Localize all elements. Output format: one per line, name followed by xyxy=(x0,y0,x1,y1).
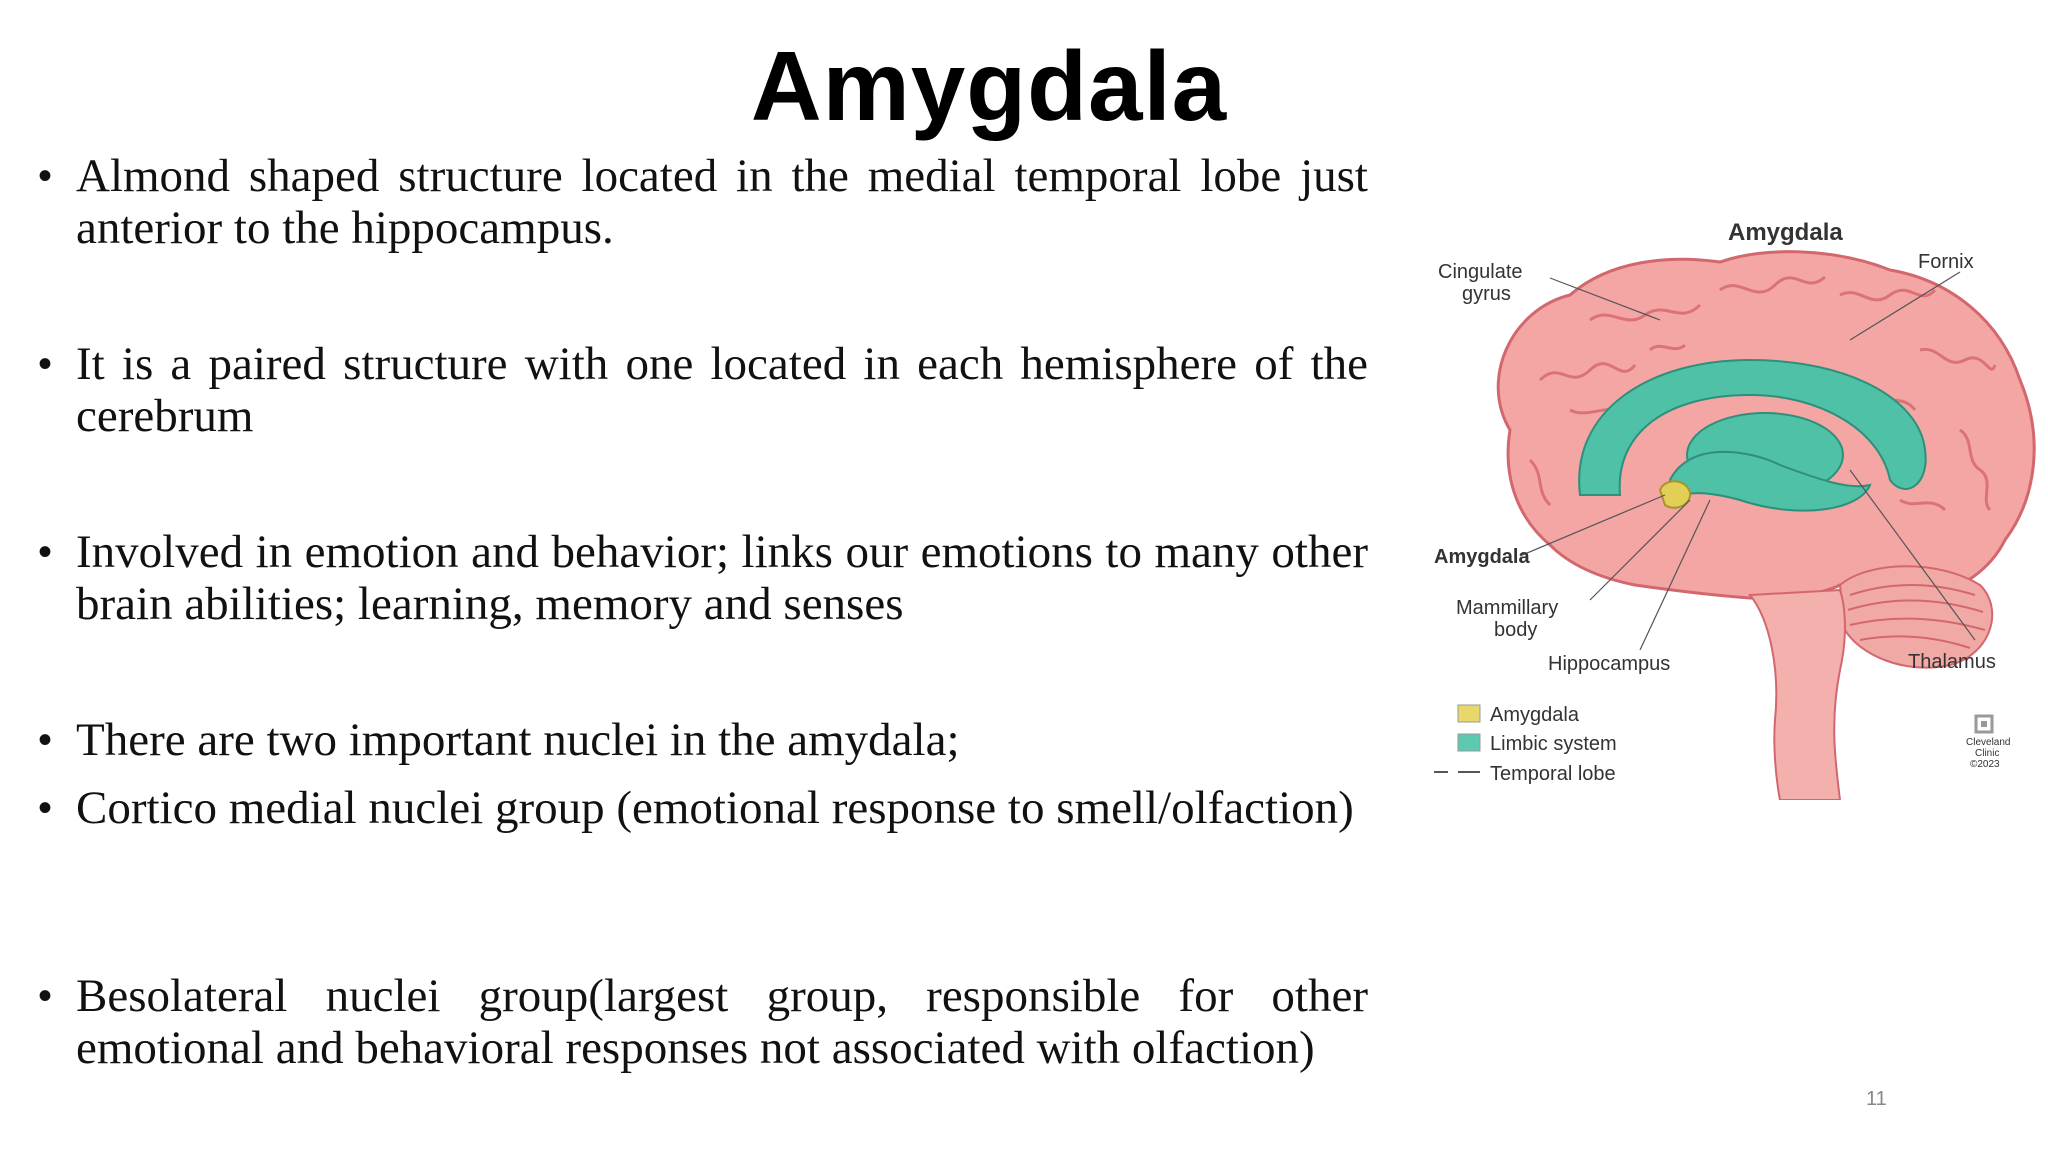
brain-illustration: Amygdala Cingulate gyrus Fornix Amygdala… xyxy=(1434,219,2036,801)
bullet-item: • Besolateral nuclei group(largest group… xyxy=(38,970,1368,1074)
label-cingulate: Cingulate xyxy=(1438,261,1523,283)
bullet-text: Involved in emotion and behavior; links … xyxy=(76,526,1368,630)
credit-line-3: ©2023 xyxy=(1970,759,2000,770)
bullet-dot: • xyxy=(38,974,53,1018)
bullet-text: Almond shaped structure located in the m… xyxy=(76,150,1368,254)
label-body: body xyxy=(1494,619,1537,641)
hippocampus-shape xyxy=(1668,450,1872,512)
cerebellum-shape xyxy=(1838,565,1994,669)
bullet-dot: • xyxy=(38,530,53,574)
credit-line-2: Clinic xyxy=(1975,748,1999,759)
label-fornix: Fornix xyxy=(1918,251,1974,273)
bullet-dot: • xyxy=(38,342,53,386)
brainstem-shape xyxy=(1748,588,1846,801)
credit-line-1: Cleveland xyxy=(1966,737,2010,748)
bullet-text: Besolateral nuclei group(largest group, … xyxy=(76,970,1368,1074)
bullet-item: • There are two important nuclei in the … xyxy=(38,714,1368,766)
bullet-text: It is a paired structure with one locate… xyxy=(76,338,1368,442)
bullet-item: • Almond shaped structure located in the… xyxy=(38,150,1368,254)
legend-label-amygdala: Amygdala xyxy=(1490,704,1580,726)
legend-label-limbic: Limbic system xyxy=(1490,733,1617,755)
cleveland-clinic-logo: Cleveland Clinic ©2023 xyxy=(1966,714,2010,770)
limbic-arc xyxy=(1578,358,1927,496)
legend-swatch-amygdala xyxy=(1457,704,1481,723)
figure-legend: Amygdala Limbic system Temporal lobe xyxy=(1434,704,1617,785)
amygdala-shape xyxy=(1658,480,1692,509)
bullet-item: • It is a paired structure with one loca… xyxy=(38,338,1368,442)
bullet-dot: • xyxy=(38,786,53,830)
label-gyrus: gyrus xyxy=(1462,283,1511,305)
label-thalamus: Thalamus xyxy=(1908,651,1996,673)
cerebellum-folia xyxy=(1847,584,1986,649)
label-mammillary: Mammillary xyxy=(1456,597,1558,619)
page-number: 11 xyxy=(1866,1088,1887,1110)
bullet-item: • Involved in emotion and behavior; link… xyxy=(38,526,1368,630)
bullet-text: There are two important nuclei in the am… xyxy=(76,714,960,766)
bullet-dot: • xyxy=(38,154,53,198)
bullet-dot: • xyxy=(38,718,53,762)
leader-lines xyxy=(1519,271,1976,651)
label-hippocampus: Hippocampus xyxy=(1548,653,1670,675)
label-amygdala: Amygdala xyxy=(1434,546,1530,568)
bullet-text: Cortico medial nuclei group (emotional r… xyxy=(76,782,1354,834)
slide-title: Amygdala xyxy=(750,31,1228,141)
legend-swatch-limbic xyxy=(1457,733,1481,752)
legend-label-temporal: Temporal lobe xyxy=(1490,763,1616,785)
bullet-item: • Cortico medial nuclei group (emotional… xyxy=(38,782,1368,834)
amygdala-diagram: Amygdala Cingulate gyrus Fornix Amygdala… xyxy=(1420,200,2048,801)
figure-title: Amygdala xyxy=(1728,219,1843,246)
